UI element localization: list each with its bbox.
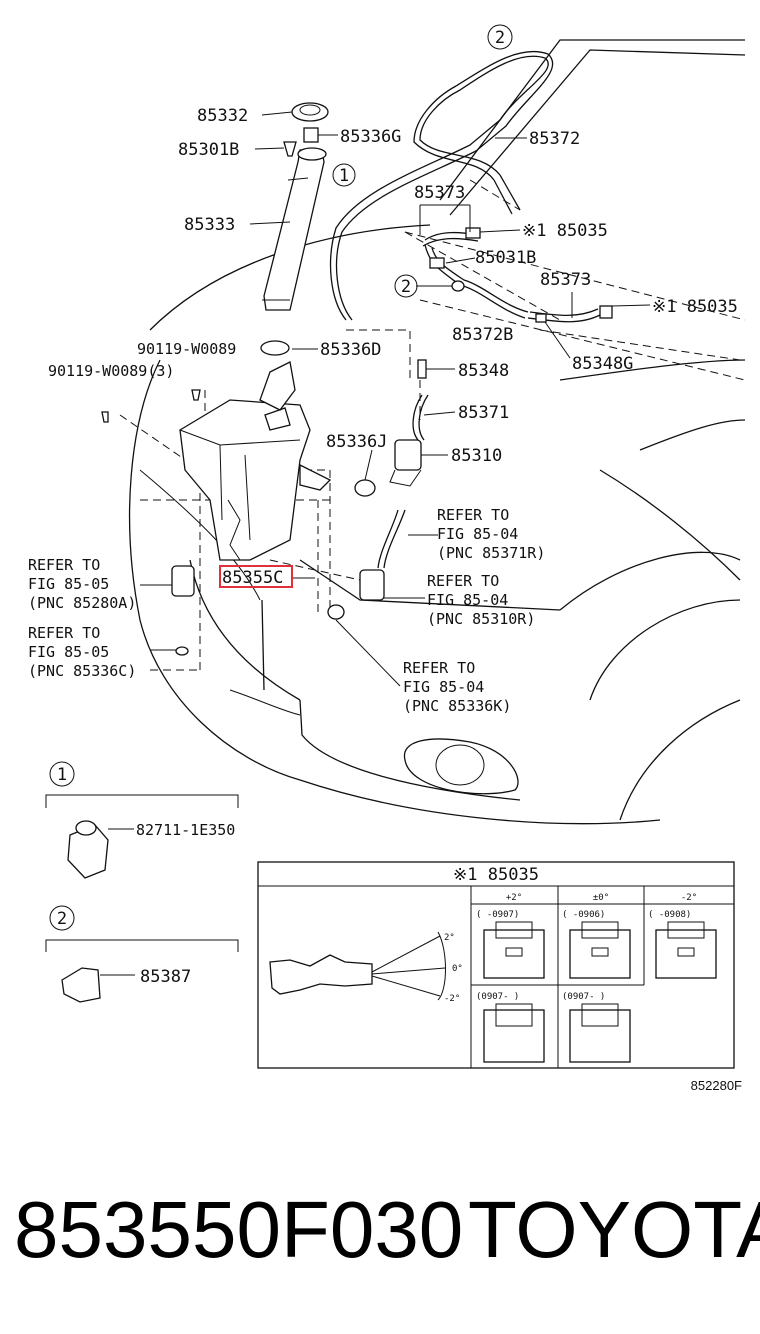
label-85348[interactable]: 85348 xyxy=(458,361,509,381)
footer: 853550F030 TOYOTA xyxy=(0,1180,760,1290)
label-85333[interactable]: 85333 xyxy=(184,215,235,235)
brand-name: TOYOTA xyxy=(468,1185,760,1274)
highlight-box xyxy=(219,565,293,588)
ref1-line3: (PNC 85371R) xyxy=(437,544,545,562)
refer-blocks: REFER TO FIG 85-04 (PNC 85371R) REFER TO… xyxy=(28,506,545,715)
label-82711[interactable]: 82711-1E350 xyxy=(136,821,235,839)
range-4: (0907- ) xyxy=(476,992,519,1002)
label-85336J[interactable]: 85336J xyxy=(326,432,387,452)
ref3-line2: FIG 85-04 xyxy=(403,678,484,696)
leader-lines xyxy=(45,111,651,976)
callout-2-mid: 2 xyxy=(401,277,411,297)
ref3-line1: REFER TO xyxy=(403,659,475,677)
ref1-line2: FIG 85-04 xyxy=(437,525,518,543)
callout-markers: 2 1 2 1 2 xyxy=(49,24,513,931)
label-85332[interactable]: 85332 xyxy=(197,106,248,126)
label-85372-top[interactable]: 85372 xyxy=(529,129,580,149)
part-labels[interactable]: 85332 85336G 85301B 85372 85333 85373 ※1… xyxy=(48,106,738,987)
label-85035-a[interactable]: ※1 85035 xyxy=(522,221,608,241)
angle-minus-2: -2° xyxy=(681,893,697,903)
washer-parts xyxy=(61,102,613,1003)
label-85031B[interactable]: 85031B xyxy=(475,248,536,268)
ref2-line3: (PNC 85310R) xyxy=(427,610,535,628)
angle-plus-2: +2° xyxy=(506,893,522,903)
callout-1-top: 1 xyxy=(339,166,349,186)
angle-0: ±0° xyxy=(593,893,609,903)
label-85373-b[interactable]: 85373 xyxy=(540,270,591,290)
callout-circle-2-mid xyxy=(394,274,418,298)
label-85387[interactable]: 85387 xyxy=(140,967,191,987)
range-2: ( -0906) xyxy=(562,910,605,920)
inset-title: ※1 85035 xyxy=(453,865,539,885)
inset-table: ※1 85035 +2° ±0° -2° ( -0907) ( -0906) (… xyxy=(257,861,735,1069)
callout-2-top: 2 xyxy=(495,28,505,48)
callout-2-legend: 2 xyxy=(57,909,67,929)
callout-circle-2-top xyxy=(487,24,513,50)
label-90119-a[interactable]: 90119-W0089 xyxy=(137,340,236,358)
range-3: ( -0908) xyxy=(648,910,691,920)
ref1-line1: REFER TO xyxy=(437,506,509,524)
label-85336G[interactable]: 85336G xyxy=(340,127,401,147)
ref5-line2: FIG 85-05 xyxy=(28,643,109,661)
label-85336D[interactable]: 85336D xyxy=(320,340,381,360)
label-85035-b[interactable]: ※1 85035 xyxy=(652,297,738,317)
ref4-line3: (PNC 85280A) xyxy=(28,594,136,612)
ref4-line1: REFER TO xyxy=(28,556,100,574)
range-1: ( -0907) xyxy=(476,910,519,920)
label-85373-a[interactable]: 85373 xyxy=(414,183,465,203)
ref2-line2: FIG 85-04 xyxy=(427,591,508,609)
callout-circle-1-top xyxy=(332,163,356,187)
range-5: (0907- ) xyxy=(562,992,605,1002)
deg-minus-2: -2° xyxy=(444,994,460,1004)
callout-1-legend: 1 xyxy=(57,765,67,785)
label-85348G[interactable]: 85348G xyxy=(572,354,633,374)
label-85301B[interactable]: 85301B xyxy=(178,140,239,160)
callout-circle-1-legend xyxy=(49,761,75,787)
ref5-line1: REFER TO xyxy=(28,624,100,642)
part-number: 853550F030 xyxy=(14,1185,464,1274)
drawing-code: 852280F xyxy=(691,1078,742,1093)
label-85372B[interactable]: 85372B xyxy=(452,325,513,345)
callout-circle-2-legend xyxy=(49,905,75,931)
deg-2: 2° xyxy=(444,933,455,943)
label-85310[interactable]: 85310 xyxy=(451,446,502,466)
ref3-line3: (PNC 85336K) xyxy=(403,697,511,715)
deg-0: 0° xyxy=(452,964,463,974)
ref5-line3: (PNC 85336C) xyxy=(28,662,136,680)
ref4-line2: FIG 85-05 xyxy=(28,575,109,593)
car-body-outline xyxy=(128,39,746,825)
label-90119-b[interactable]: 90119-W0089(3) xyxy=(48,362,174,380)
connector-icons xyxy=(483,921,717,1063)
label-85371[interactable]: 85371 xyxy=(458,403,509,423)
label-85355C[interactable]: 85355C xyxy=(222,568,283,588)
ref2-line1: REFER TO xyxy=(427,572,499,590)
